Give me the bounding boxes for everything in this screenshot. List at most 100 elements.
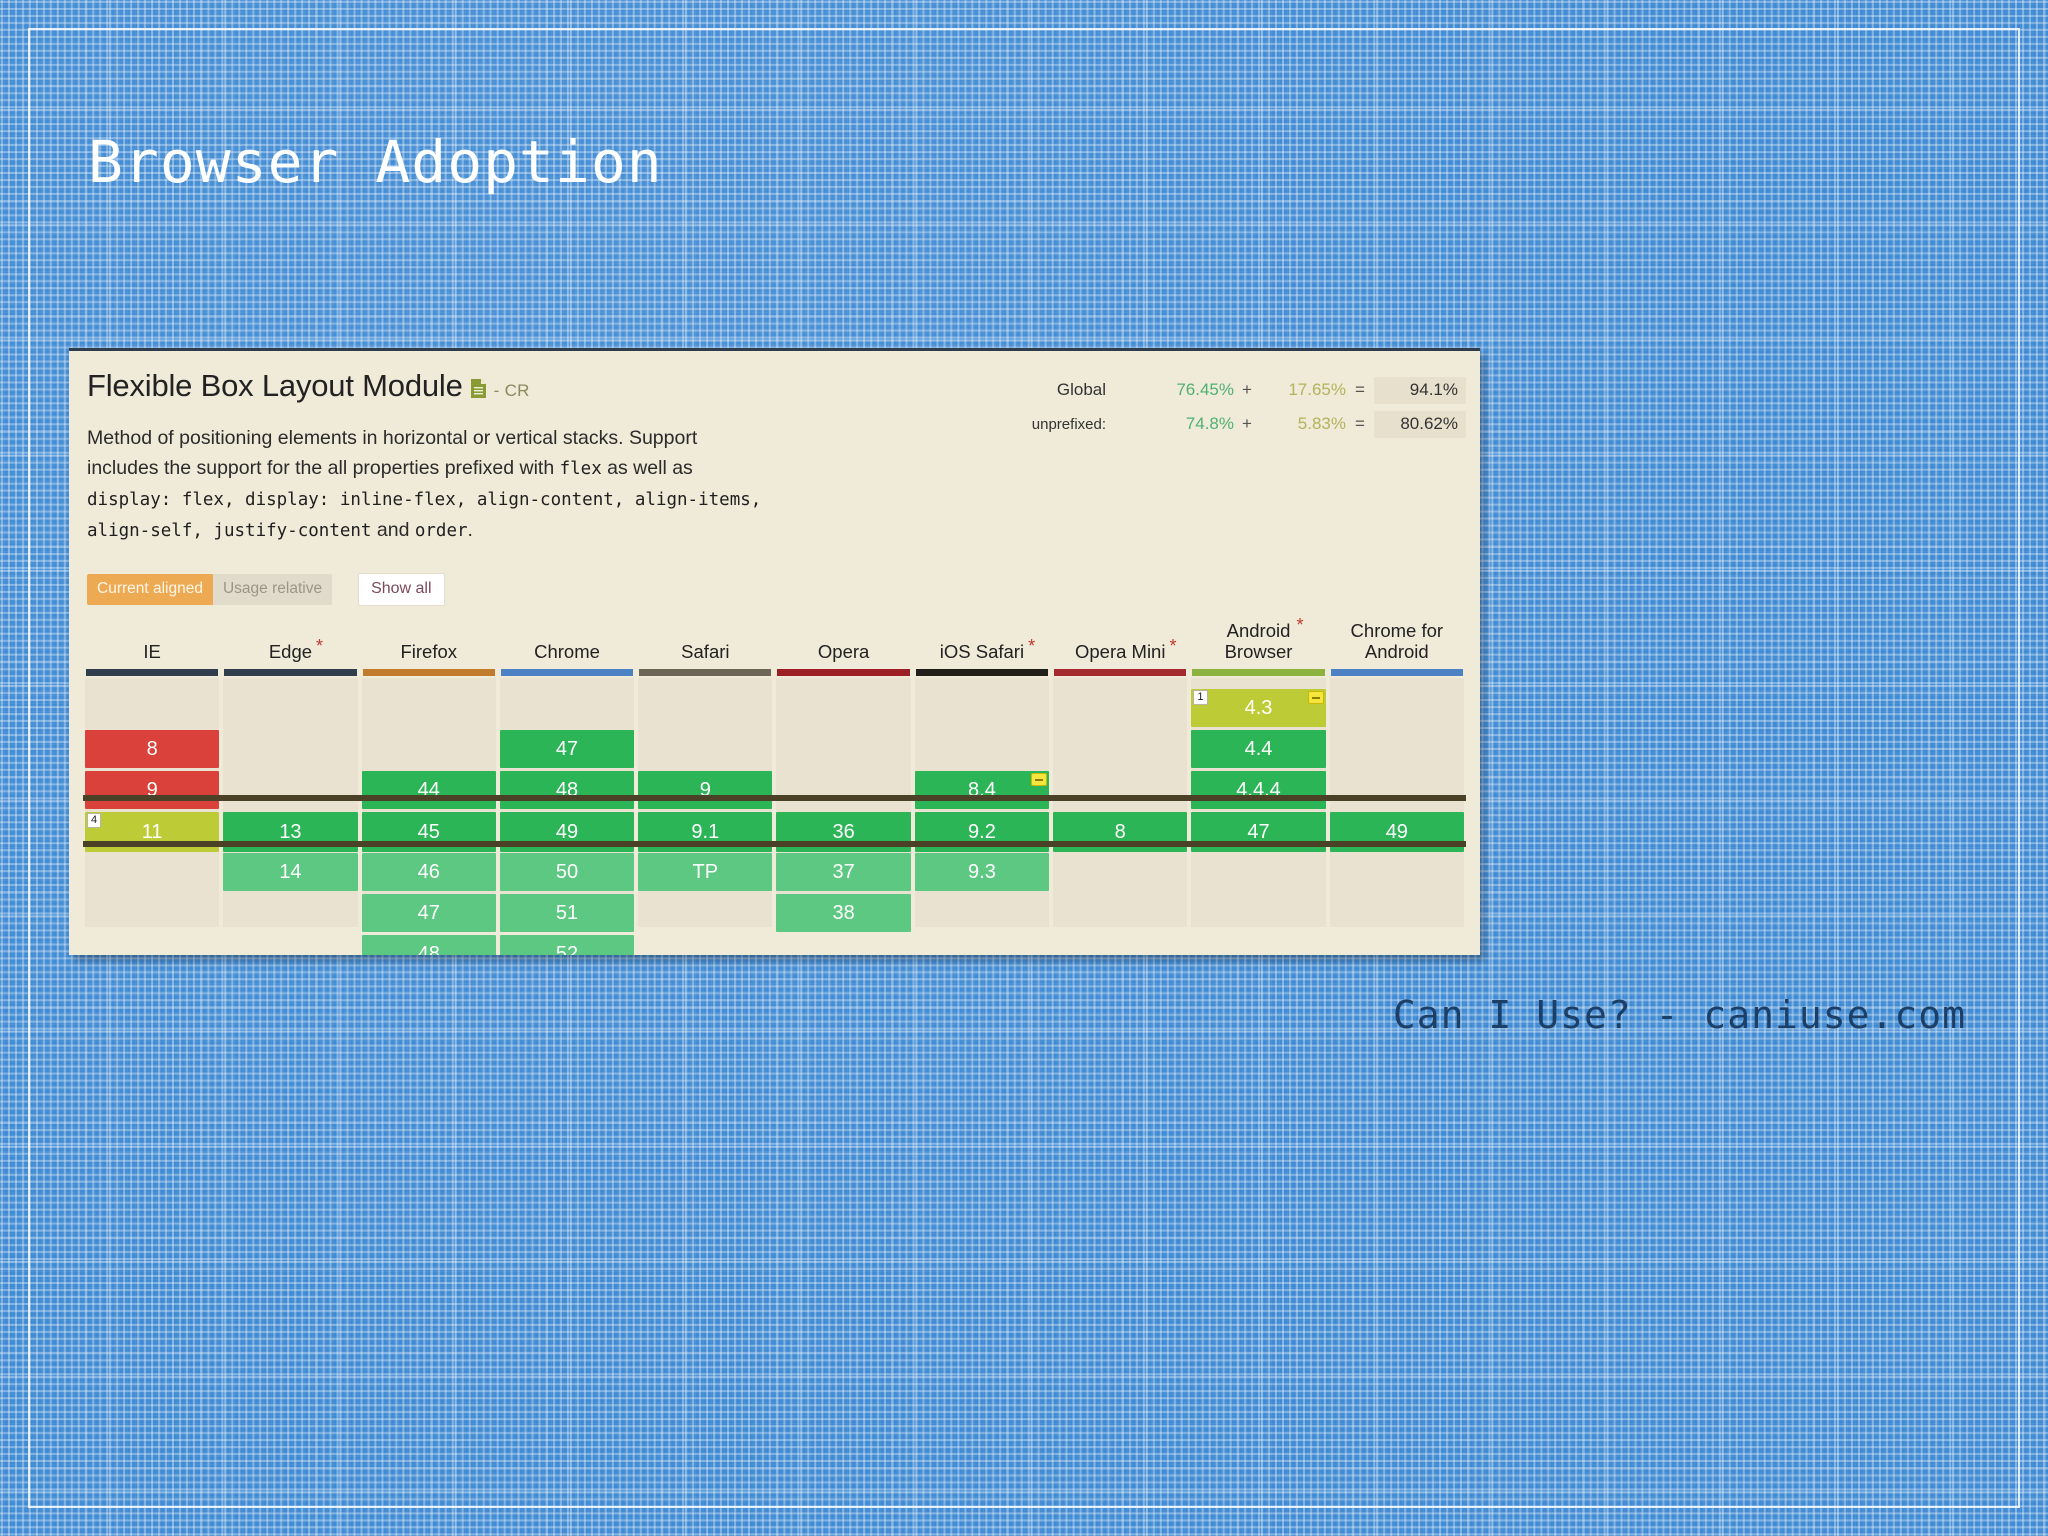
browser-column-header-safari[interactable]: Safari <box>636 641 774 676</box>
browser-column-header-firefox[interactable]: Firefox <box>360 641 498 676</box>
browser-color-bar <box>777 669 910 676</box>
vendor-prefix-badge-icon <box>1307 691 1324 704</box>
version-cell[interactable]: 47 <box>361 894 496 932</box>
spec-status-label: - CR <box>493 381 530 400</box>
browser-column-header-ios-safari[interactable]: iOS Safari* <box>913 636 1051 676</box>
version-cell[interactable]: 9 <box>85 771 220 809</box>
browser-column-header-edge[interactable]: Edge* <box>221 636 359 676</box>
version-cell[interactable]: 13 <box>223 812 358 852</box>
version-label: 8 <box>1114 821 1126 843</box>
view-mode-segmented-control: Current aligned Usage relative <box>87 574 333 605</box>
feature-title-row: Flexible Box Layout Module - CR <box>87 368 530 404</box>
prefix-required-asterisk-icon: * <box>1296 615 1304 635</box>
version-cell[interactable]: 38 <box>776 894 911 932</box>
version-cell[interactable]: 4.4.4 <box>1191 771 1326 809</box>
unprefixed-label: unprefixed: <box>1031 415 1106 433</box>
version-label: TP <box>692 861 719 883</box>
version-cell[interactable]: 49 <box>499 812 635 852</box>
tab-current-aligned[interactable]: Current aligned <box>87 574 213 605</box>
browser-name-label: Chrome <box>534 641 600 662</box>
browser-column-header-ie[interactable]: IE <box>83 641 221 676</box>
browser-column-opera-mini: 8 <box>1053 678 1188 927</box>
version-cell[interactable]: 48 <box>499 771 635 809</box>
version-cell[interactable]: 8.4 <box>914 771 1050 809</box>
version-cell[interactable]: 48 <box>361 935 496 955</box>
browser-name-label: Opera <box>817 641 870 662</box>
browser-column-header-opera-mini[interactable]: Opera Mini* <box>1051 636 1189 676</box>
version-cell[interactable]: 37 <box>776 853 911 891</box>
feature-title: Flexible Box Layout Module <box>87 368 463 403</box>
version-label: 13 <box>279 821 302 843</box>
version-cell[interactable]: 9.3 <box>914 853 1050 891</box>
version-cell[interactable]: 47 <box>1191 812 1326 852</box>
version-cell[interactable]: 52 <box>499 935 635 955</box>
version-cell[interactable]: 47 <box>499 730 635 768</box>
vendor-prefix-badge-icon <box>1031 773 1048 786</box>
version-label: 9 <box>699 779 711 801</box>
version-cell[interactable]: 9 <box>638 771 773 809</box>
browser-name-label: Edge <box>268 641 313 662</box>
version-cell[interactable]: 4.4 <box>1191 730 1326 768</box>
version-label: 9.2 <box>968 821 996 843</box>
browser-name-label: Opera Mini <box>1074 641 1166 662</box>
version-cell[interactable]: 14 <box>223 853 358 891</box>
version-cell[interactable]: TP <box>638 853 773 891</box>
browser-color-bar <box>915 669 1049 676</box>
caniuse-embed-panel: Flexible Box Layout Module - CR Global 7… <box>69 348 1480 955</box>
version-label: 9 <box>146 779 158 801</box>
browser-color-bar <box>224 669 357 676</box>
global-plus-op: + <box>1242 380 1252 399</box>
version-label: 11 <box>141 821 163 843</box>
version-cell[interactable]: 50 <box>499 853 635 891</box>
version-cell[interactable]: 51 <box>499 894 635 932</box>
browser-color-bar <box>86 669 219 676</box>
version-label: 4.4 <box>1244 738 1273 760</box>
unprefixed-total-percent: 80.62% <box>1374 410 1466 438</box>
version-label: 51 <box>555 902 579 924</box>
show-all-button[interactable]: Show all <box>358 573 445 606</box>
browser-color-bar <box>639 669 772 676</box>
description-mid-2: and <box>371 519 415 541</box>
global-label: Global <box>1056 380 1106 399</box>
browser-column-chrome-for-android: 49 <box>1329 678 1464 927</box>
browser-color-bar <box>1330 669 1463 676</box>
browser-column-header-chrome[interactable]: Chrome <box>498 641 636 676</box>
version-cell[interactable]: 9.2 <box>914 812 1050 852</box>
version-label: 36 <box>832 821 855 843</box>
version-cell[interactable]: 36 <box>776 812 911 852</box>
version-cell[interactable]: 49 <box>1329 812 1464 852</box>
version-cell[interactable]: 11 4 <box>85 812 220 852</box>
tab-usage-relative[interactable]: Usage relative <box>212 574 333 605</box>
version-cell[interactable]: 46 <box>361 853 496 891</box>
view-toolbar: Current aligned Usage relative Show all <box>87 573 445 606</box>
version-cell[interactable]: 8 <box>85 730 220 768</box>
unprefixed-stats-row: unprefixed: 74.8% + 5.83% = 80.62% <box>966 407 1466 441</box>
footnote-badge[interactable]: 1 <box>1193 690 1208 705</box>
version-cell[interactable]: 45 <box>361 812 496 852</box>
unprefixed-equals-op: = <box>1355 414 1365 433</box>
slide-footer-source: Can I Use? - caniuse.com <box>1392 993 1966 1037</box>
version-label: 47 <box>555 738 579 760</box>
version-label: 9.1 <box>691 821 720 843</box>
version-cell[interactable]: 44 <box>361 771 496 809</box>
footnote-badge[interactable]: 4 <box>87 813 102 828</box>
version-label: 52 <box>555 943 579 955</box>
global-partial-percent: 17.65% <box>1288 380 1346 399</box>
unprefixed-plus-op: + <box>1242 414 1252 433</box>
browser-column-header-opera[interactable]: Opera <box>774 641 912 676</box>
global-stats-row: Global 76.45% + 17.65% = 94.1% <box>966 373 1466 407</box>
version-cell[interactable]: 9.1 <box>638 812 773 852</box>
version-label: 47 <box>1247 821 1270 843</box>
version-cell[interactable]: 8 <box>1053 812 1188 852</box>
global-full-percent: 76.45% <box>1176 380 1234 399</box>
